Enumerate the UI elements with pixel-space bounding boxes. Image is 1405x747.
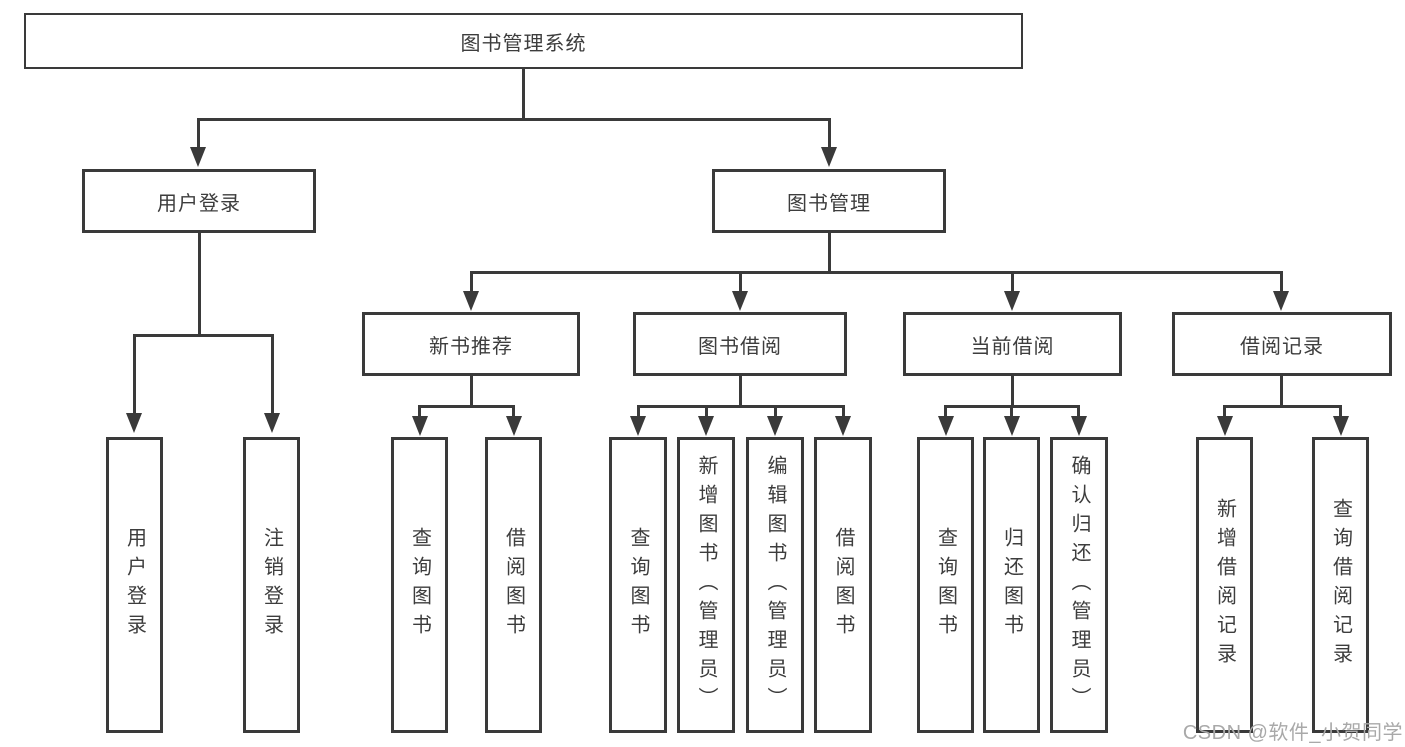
arrowhead-down: [1004, 291, 1020, 311]
leaf-borrow-books-recommend: 借阅图书: [485, 437, 542, 733]
node-book-borrow: 图书借阅: [633, 312, 847, 376]
leaf-add-borrow-record: 新增借阅记录: [1196, 437, 1253, 733]
node-borrow-records: 借阅记录: [1172, 312, 1392, 376]
connector-line: [1224, 405, 1341, 408]
leaf-label: 确认归还（管理员）: [1068, 454, 1090, 716]
leaf-add-books-admin: 新增图书（管理员）: [677, 437, 735, 733]
connector-line: [418, 405, 421, 419]
connector-line: [1077, 405, 1080, 419]
arrowhead-down: [630, 416, 646, 436]
connector-line: [827, 233, 831, 274]
leaf-label: 查询图书: [934, 527, 957, 643]
connector-line: [469, 271, 473, 293]
connector-line: [469, 376, 473, 408]
leaf-query-books-borrow: 查询图书: [609, 437, 667, 733]
leaf-label: 借阅图书: [832, 527, 854, 643]
connector-line: [944, 405, 947, 419]
connector-line: [704, 405, 708, 419]
leaf-query-books-recommend: 查询图书: [391, 437, 448, 733]
leaf-label: 注销登录: [260, 527, 283, 643]
connector-line: [773, 405, 777, 419]
leaf-label: 用户登录: [123, 527, 146, 643]
connector-line: [636, 405, 640, 419]
leaf-label: 查询借阅记录: [1329, 498, 1352, 672]
arrowhead-down: [411, 416, 428, 436]
leaf-user-login: 用户登录: [106, 437, 163, 733]
leaf-confirm-return-admin: 确认归还（管理员）: [1050, 437, 1108, 733]
node-user-login: 用户登录: [82, 169, 316, 233]
leaf-label: 新增借阅记录: [1213, 498, 1236, 672]
connector-line: [132, 333, 136, 418]
leaf-borrow-books: 借阅图书: [814, 437, 872, 733]
arrowhead-down: [264, 413, 280, 433]
leaf-edit-books-admin: 编辑图书（管理员）: [746, 437, 804, 733]
connector-line: [1279, 376, 1283, 407]
arrowhead-down: [698, 416, 714, 436]
connector-line: [198, 117, 829, 121]
connector-line: [197, 233, 201, 336]
node-current-borrow: 当前借阅: [903, 312, 1122, 376]
connector-line: [1010, 271, 1014, 293]
connector-line: [738, 271, 742, 293]
watermark: CSDN @软件_小贺同学: [1182, 722, 1403, 744]
connector-line: [419, 405, 514, 408]
connector-line: [827, 117, 831, 154]
connector-line: [134, 333, 272, 337]
node-new-book-recommend: 新书推荐: [362, 312, 580, 376]
leaf-label: 编辑图书（管理员）: [764, 454, 786, 716]
connector-line: [841, 405, 845, 419]
arrowhead-down: [835, 416, 851, 436]
connector-line: [270, 333, 274, 418]
connector-line: [512, 405, 515, 419]
arrowhead-down: [1216, 416, 1233, 436]
arrowhead-down: [1070, 416, 1087, 436]
leaf-return-books: 归还图书: [983, 437, 1040, 733]
connector-line: [1223, 405, 1226, 419]
connector-line: [637, 405, 843, 408]
arrowhead-down: [190, 147, 206, 167]
arrowhead-down: [1332, 416, 1349, 436]
leaf-logout: 注销登录: [243, 437, 300, 733]
leaf-label: 新增图书（管理员）: [695, 454, 717, 716]
arrowhead-down: [732, 291, 748, 311]
connector-line: [1339, 405, 1342, 419]
arrowhead-down: [937, 416, 954, 436]
arrowhead-down: [821, 147, 837, 167]
connector-line: [1010, 376, 1014, 408]
arrowhead-down: [505, 416, 522, 436]
connector-line: [471, 271, 1281, 274]
arrowhead-down: [1003, 416, 1020, 436]
arrowhead-down: [126, 413, 142, 433]
leaf-query-books-current: 查询图书: [917, 437, 974, 733]
arrowhead-down: [463, 291, 479, 311]
leaf-label: 借阅图书: [502, 527, 525, 643]
leaf-label: 归还图书: [1000, 527, 1023, 643]
arrowhead-down: [767, 416, 783, 436]
connector-line: [521, 69, 525, 119]
leaf-label: 查询图书: [408, 527, 431, 643]
node-root: 图书管理系统: [24, 13, 1023, 69]
leaf-query-borrow-record: 查询借阅记录: [1312, 437, 1369, 733]
leaf-label: 查询图书: [627, 527, 649, 643]
connector-line: [738, 376, 742, 408]
connector-line: [1279, 271, 1283, 293]
node-book-management: 图书管理: [712, 169, 946, 233]
connector-line: [1010, 405, 1013, 419]
connector-line: [196, 117, 200, 154]
arrowhead-down: [1273, 291, 1289, 311]
